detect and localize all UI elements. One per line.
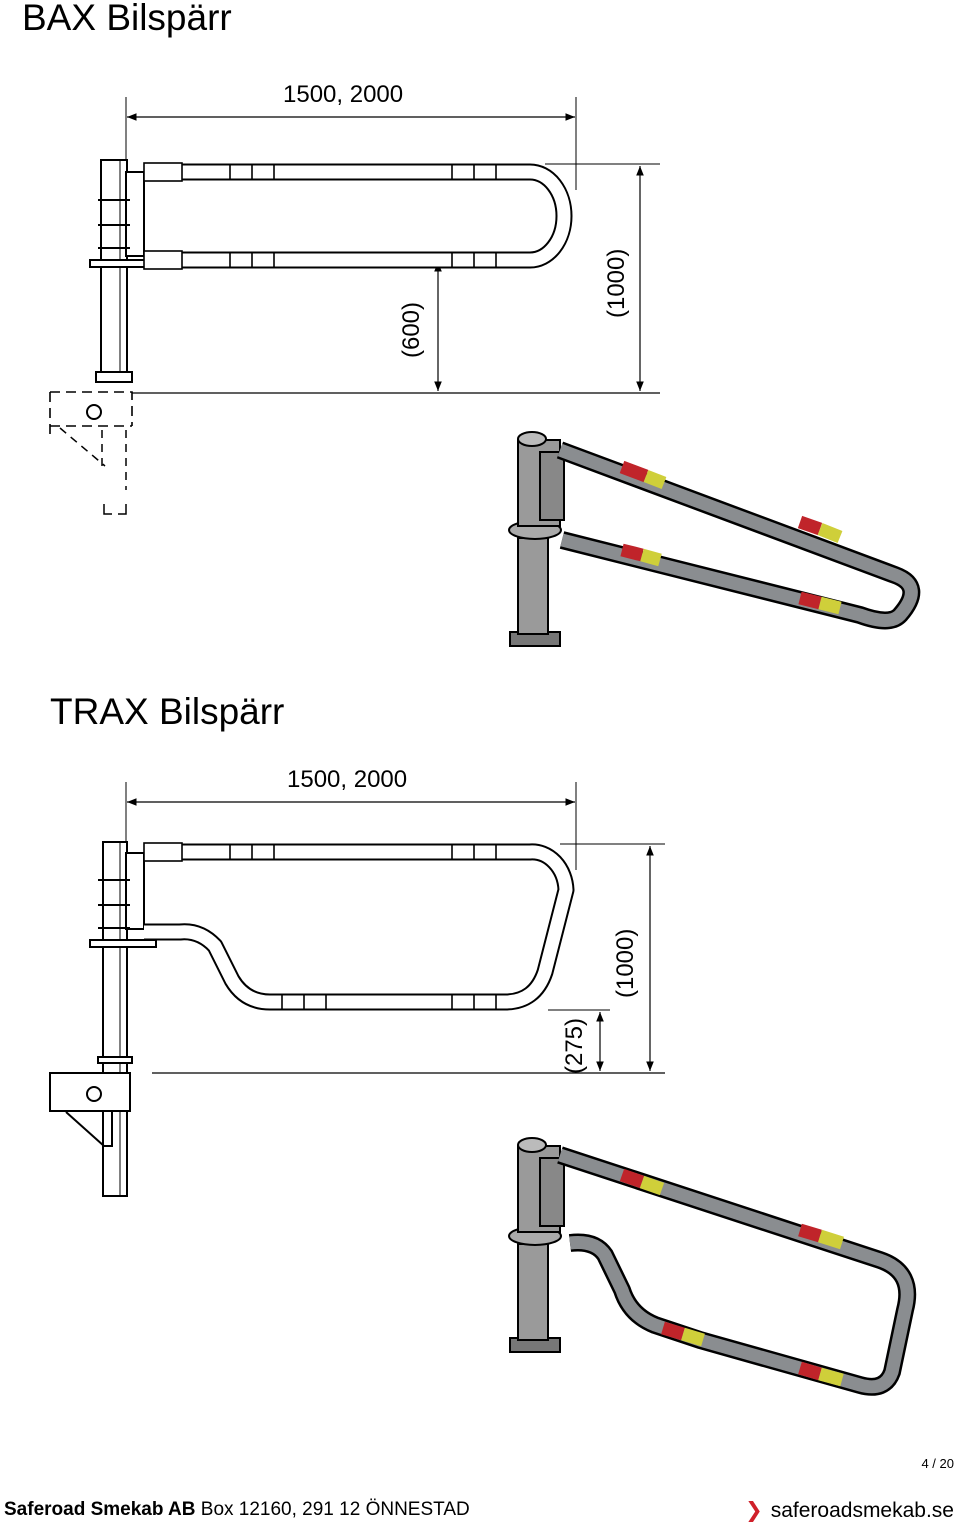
bax-technical-drawing	[49, 97, 921, 647]
trax-technical-drawing	[49, 782, 917, 1396]
footer-address: Box 12160, 291 12 ÖNNESTAD	[200, 1499, 470, 1520]
footer-website-link[interactable]: saferoadsmekab.se	[770, 1499, 954, 1522]
footer-company-info: Saferoad Smekab AB Box 12160, 291 12 ÖNN…	[4, 1499, 470, 1521]
bax-title: BAX Bilspärr	[22, 0, 232, 38]
chevron-right-icon: ❯	[745, 1499, 763, 1522]
footer-company-name: Saferoad Smekab AB	[4, 1499, 196, 1520]
footer-website[interactable]: ❯ saferoadsmekab.se	[745, 1498, 954, 1523]
bax-width-dimension: 1500, 2000	[283, 81, 404, 108]
page-number: 4 / 20	[921, 1456, 954, 1471]
trax-title: TRAX Bilspärr	[50, 691, 285, 732]
trax-width-dimension: 1500, 2000	[287, 766, 408, 793]
